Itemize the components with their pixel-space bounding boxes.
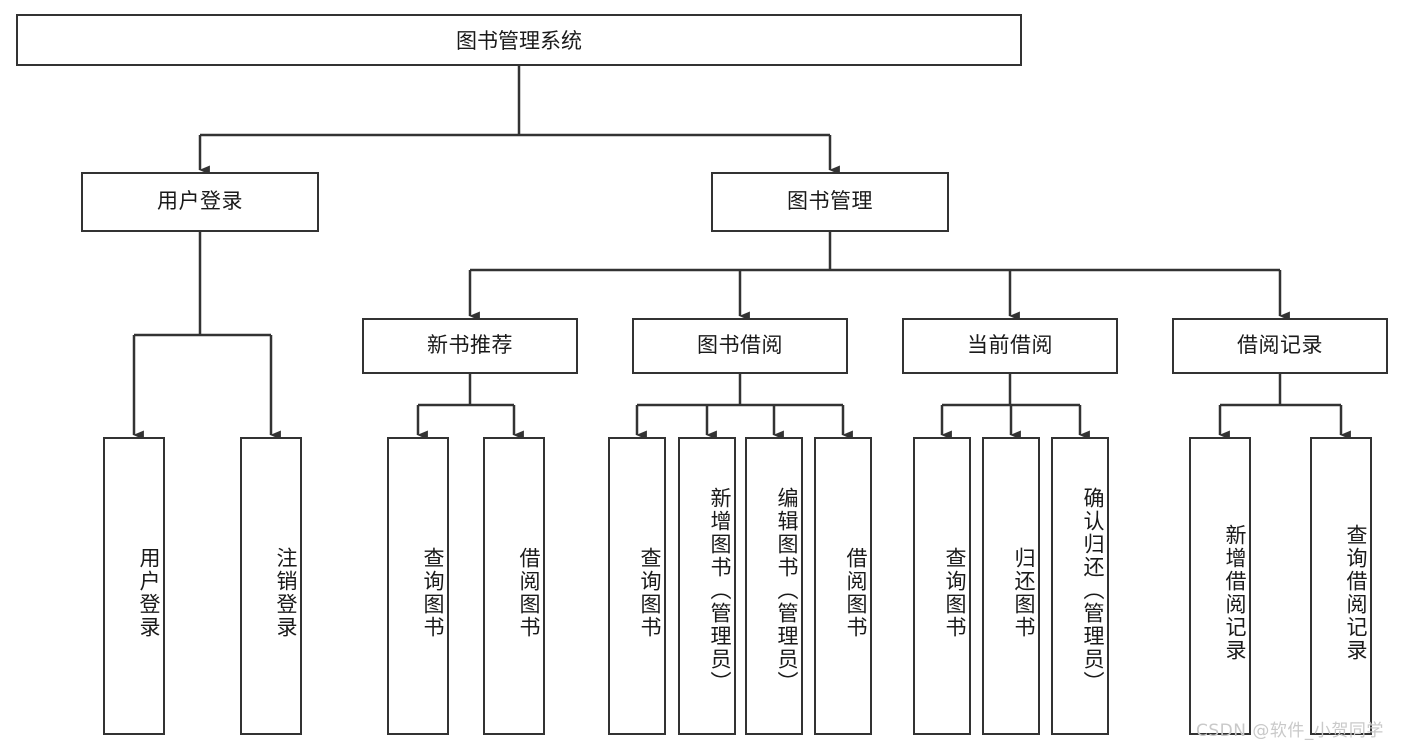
leaf-logout[interactable]: 注销登录	[240, 437, 302, 735]
leaf-query-borrow-record[interactable]: 查询借阅记录	[1310, 437, 1372, 735]
leaf-borrow-book-label: 借阅图书	[844, 547, 868, 639]
leaf-confirm-return-admin[interactable]: 确认归还（管理员）	[1051, 437, 1109, 735]
leaf-add-book-admin[interactable]: 新增图书（管理员）	[678, 437, 736, 735]
node-book-management[interactable]: 图书管理	[711, 172, 949, 232]
node-root-system[interactable]: 图书管理系统	[16, 14, 1022, 66]
leaf-borrow-book-newbook[interactable]: 借阅图书	[483, 437, 545, 735]
node-user-login[interactable]: 用户登录	[81, 172, 319, 232]
leaf-query-book-newbook-label: 查询图书	[421, 547, 445, 639]
leaf-edit-book-admin-label: 编辑图书（管理员）	[775, 486, 799, 694]
leaf-return-book-label: 归还图书	[1012, 547, 1036, 639]
leaf-borrow-book[interactable]: 借阅图书	[814, 437, 872, 735]
leaf-query-borrow-record-label: 查询借阅记录	[1344, 524, 1368, 662]
leaf-user-login[interactable]: 用户登录	[103, 437, 165, 735]
leaf-query-book-current-label: 查询图书	[943, 547, 967, 639]
node-current-borrow[interactable]: 当前借阅	[902, 318, 1118, 374]
leaf-add-borrow-record-label: 新增借阅记录	[1223, 524, 1247, 662]
leaf-user-login-label: 用户登录	[137, 547, 161, 639]
leaf-logout-label: 注销登录	[274, 547, 298, 639]
node-book-borrow[interactable]: 图书借阅	[632, 318, 848, 374]
leaf-query-book-borrow[interactable]: 查询图书	[608, 437, 666, 735]
leaf-edit-book-admin[interactable]: 编辑图书（管理员）	[745, 437, 803, 735]
node-current-borrow-label: 当前借阅	[967, 333, 1053, 358]
leaf-query-book-borrow-label: 查询图书	[638, 547, 662, 639]
leaf-confirm-return-admin-label: 确认归还（管理员）	[1081, 486, 1105, 694]
node-root-label: 图书管理系统	[456, 29, 582, 53]
leaf-add-borrow-record[interactable]: 新增借阅记录	[1189, 437, 1251, 735]
node-borrow-record[interactable]: 借阅记录	[1172, 318, 1388, 374]
node-borrow-record-label: 借阅记录	[1237, 333, 1323, 358]
leaf-return-book[interactable]: 归还图书	[982, 437, 1040, 735]
node-new-book-recommend-label: 新书推荐	[427, 333, 513, 358]
leaf-query-book-newbook[interactable]: 查询图书	[387, 437, 449, 735]
node-new-book-recommend[interactable]: 新书推荐	[362, 318, 578, 374]
csdn-watermark: CSDN @软件_小贺同学	[1196, 721, 1384, 741]
leaf-borrow-book-newbook-label: 借阅图书	[517, 547, 541, 639]
leaf-add-book-admin-label: 新增图书（管理员）	[708, 486, 732, 694]
leaf-query-book-current[interactable]: 查询图书	[913, 437, 971, 735]
node-book-borrow-label: 图书借阅	[697, 333, 783, 358]
node-book-management-label: 图书管理	[787, 189, 873, 214]
node-user-login-label: 用户登录	[157, 189, 243, 214]
